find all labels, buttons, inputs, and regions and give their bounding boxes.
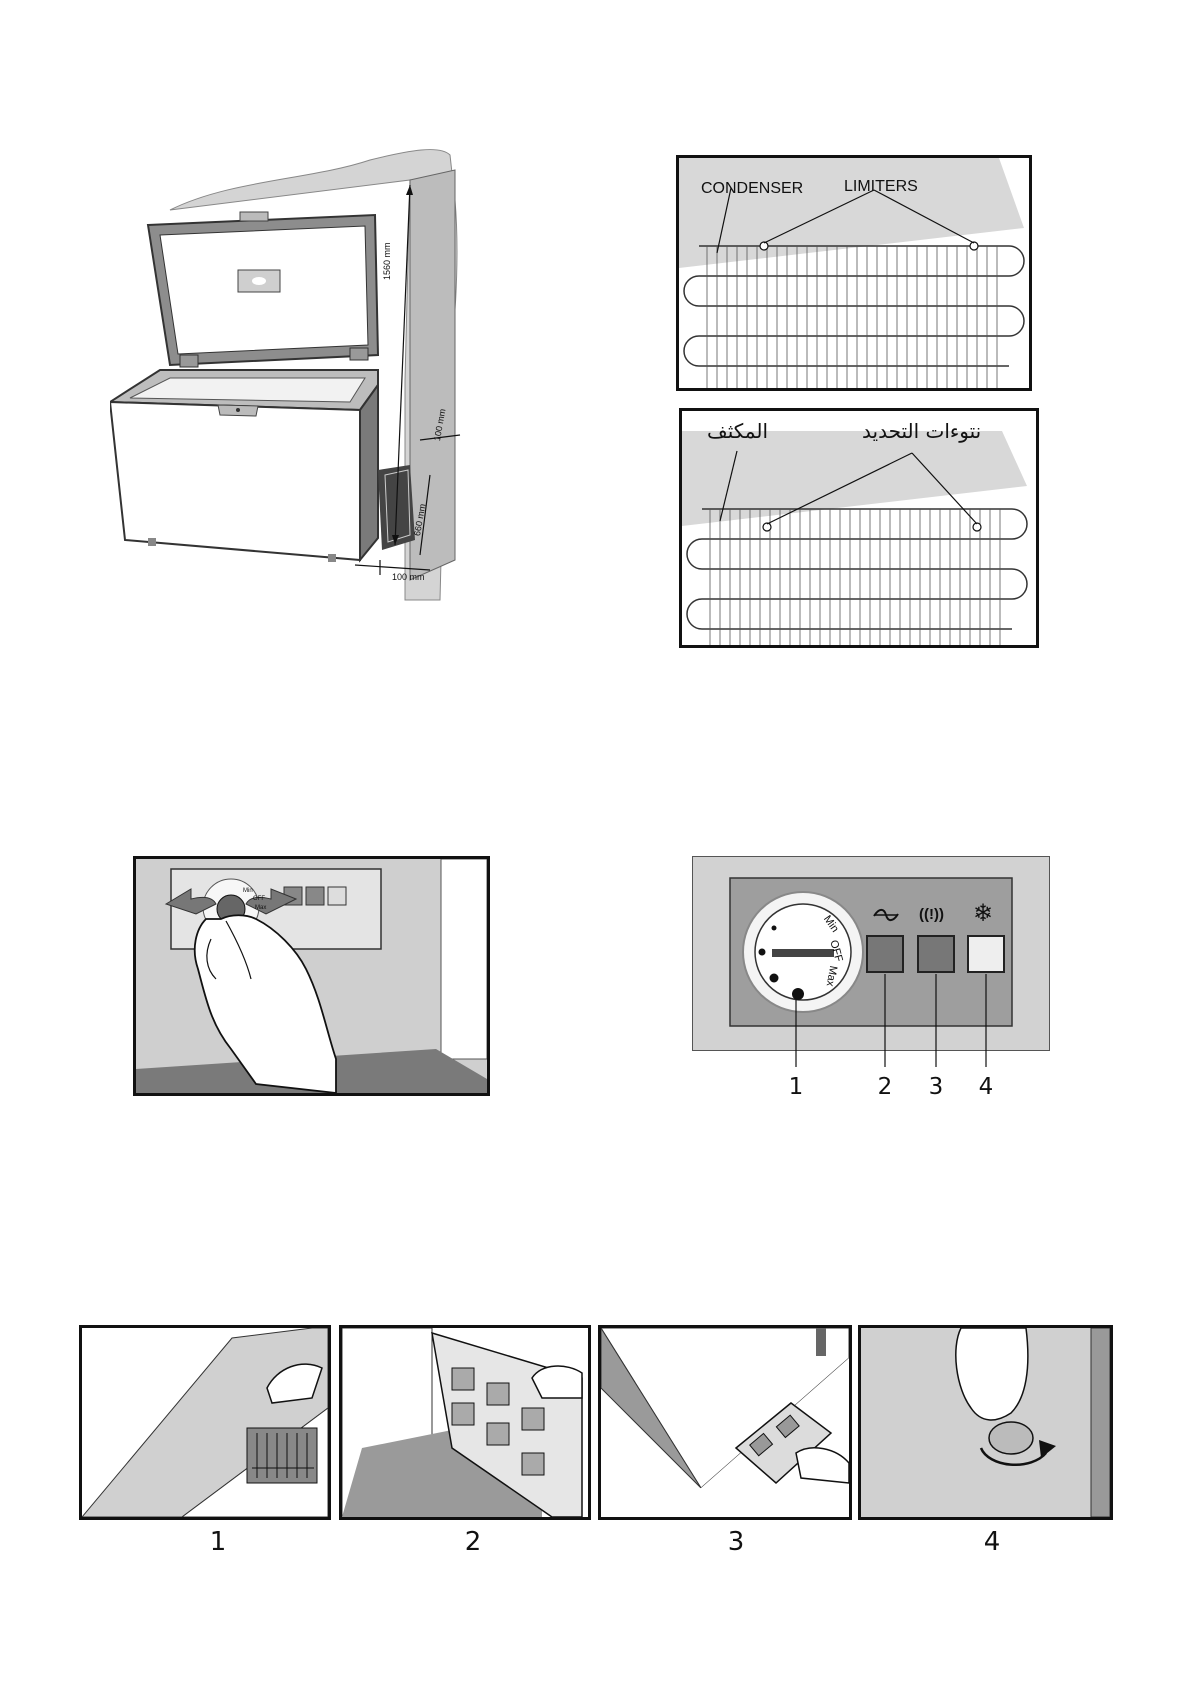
callout-2: 2	[865, 1074, 905, 1100]
dial-min-label: Min	[243, 888, 253, 894]
step-label-1: 1	[198, 1527, 238, 1557]
condenser-panel-english: CONDENSER LIMITERS	[676, 155, 1032, 391]
condenser-label-ar: المكثف	[707, 419, 768, 443]
condenser-coil-drawing-ar	[682, 411, 1036, 645]
step-panel-2	[339, 1325, 591, 1520]
condenser-label: CONDENSER	[701, 180, 803, 198]
thermostat-hand-figure: Min OFF Max	[133, 856, 490, 1096]
callout-3: 3	[916, 1074, 956, 1100]
dim-side-label: 100 mm	[392, 572, 425, 582]
step-panel-4	[858, 1325, 1113, 1520]
dial-off-label: OFF	[253, 896, 265, 902]
callout-4: 4	[966, 1074, 1006, 1100]
freezer-installation-figure: 1560 mm 100 mm 660 mm 100 mm	[110, 140, 470, 620]
limiters-label: LIMITERS	[844, 178, 918, 196]
control-panel-figure: ((!)) ❄ Min OFF Max	[692, 856, 1050, 1051]
dial-max-label: Max	[255, 905, 266, 911]
limiters-label-ar: نتوءات التحديد	[862, 419, 981, 443]
step-2-drawing	[342, 1328, 588, 1517]
callout-1: 1	[776, 1074, 816, 1100]
step-panel-1	[79, 1325, 331, 1520]
step-3-drawing	[601, 1328, 849, 1517]
alarm-icon: ((!))	[919, 906, 944, 923]
thermostat-hand-drawing	[136, 859, 487, 1093]
step-panel-3	[598, 1325, 852, 1520]
step-label-2: 2	[453, 1527, 493, 1557]
step-4-drawing	[861, 1328, 1110, 1517]
condenser-panel-arabic: المكثف نتوءات التحديد	[679, 408, 1039, 648]
step-label-4: 4	[972, 1527, 1012, 1557]
step-label-3: 3	[716, 1527, 756, 1557]
snowflake-icon: ❄	[973, 902, 993, 926]
callout-line-extensions	[692, 1051, 1050, 1073]
step-1-drawing	[82, 1328, 328, 1517]
wave-icon	[872, 906, 900, 924]
dim-height-label: 1560 mm	[382, 242, 392, 280]
freezer-drawing	[110, 140, 470, 620]
control-panel-drawing	[692, 856, 1050, 1051]
